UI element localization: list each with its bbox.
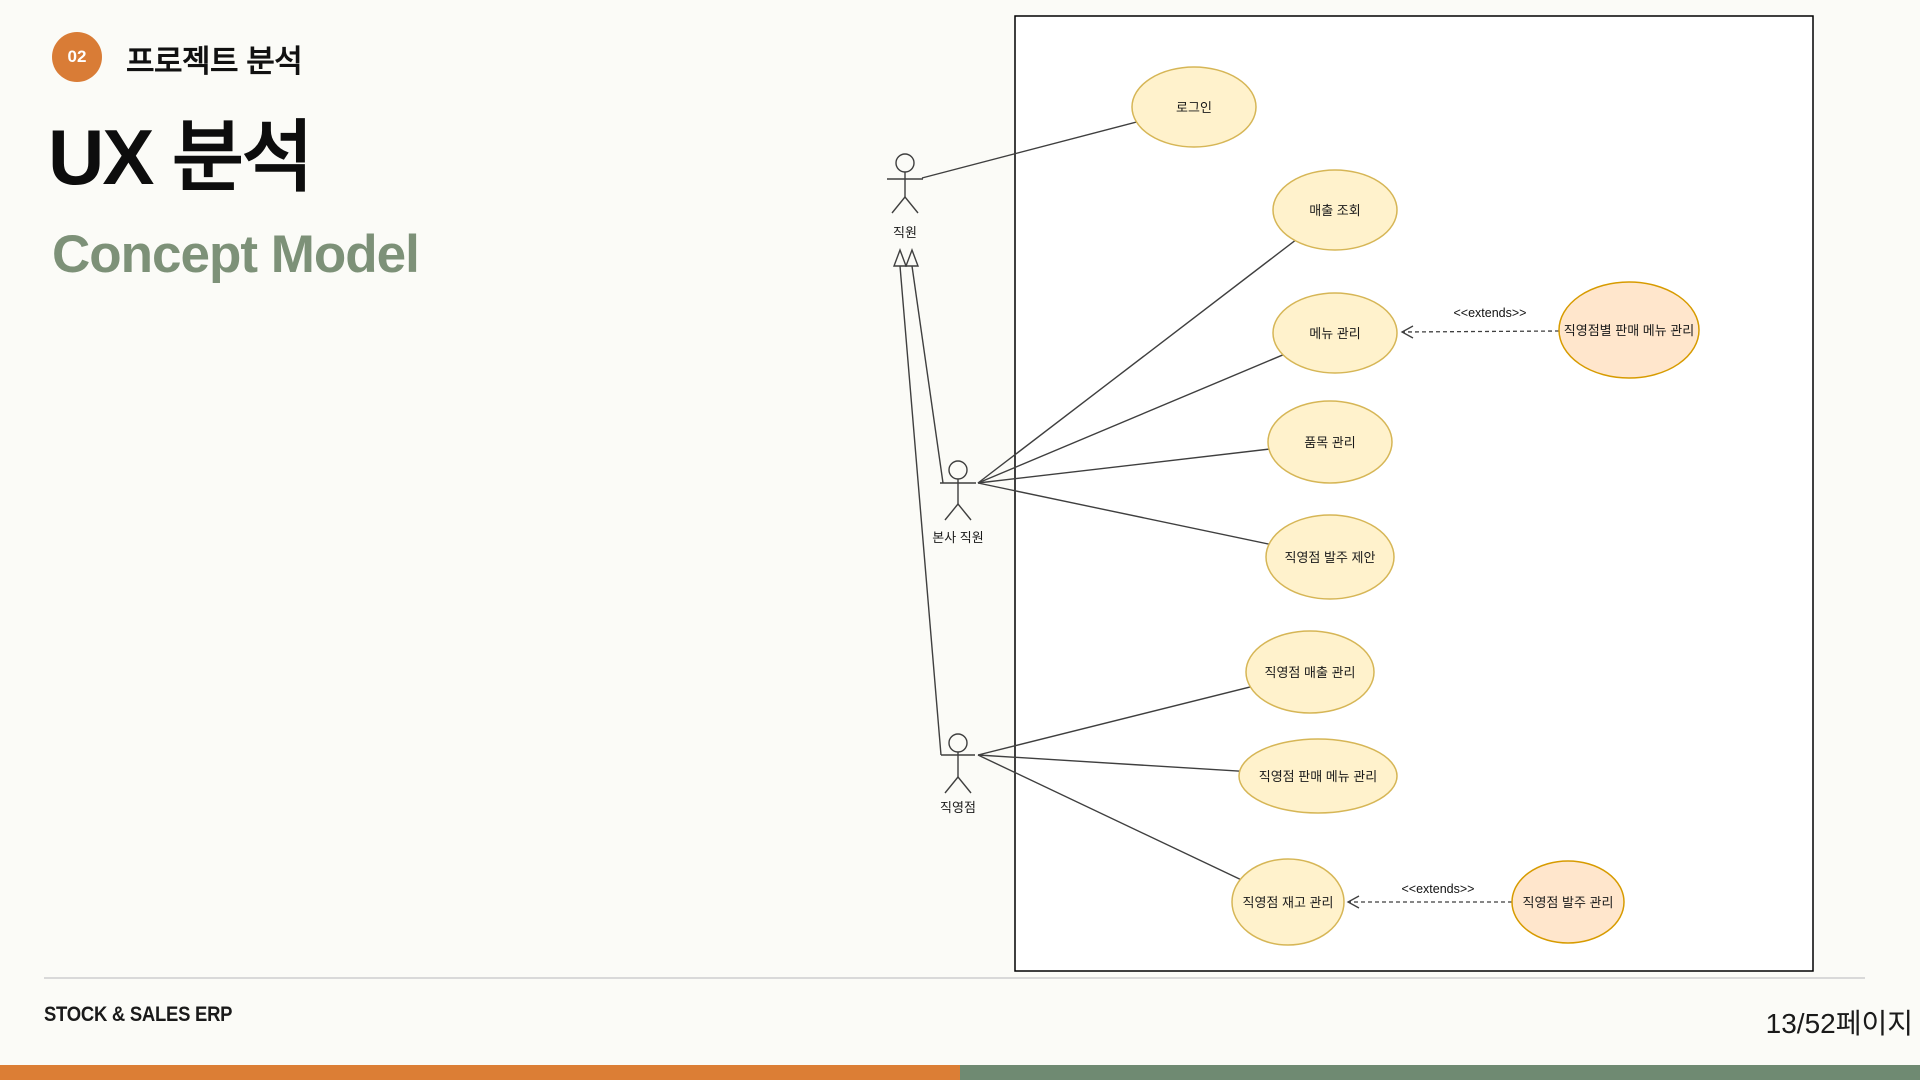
usecase-item-mgmt: 품목 관리 — [1267, 400, 1393, 484]
actor-head — [895, 153, 915, 173]
page-subtitle: Concept Model — [52, 225, 420, 284]
usecase-label: 직영점 발주 제안 — [1285, 550, 1376, 565]
usecase-label: 직영점 판매 메뉴 관리 — [1259, 769, 1377, 784]
usecase-label: 직영점 발주 관리 — [1523, 895, 1614, 910]
open-arrowhead — [1400, 325, 1414, 339]
actor-employee — [887, 153, 923, 214]
association-store-inventory-mgmt — [977, 754, 1289, 903]
actor-label-employee: 직원 — [893, 225, 917, 240]
association-hq-menu-mgmt — [977, 332, 1336, 484]
accent-bar-orange — [0, 1065, 960, 1080]
usecase-label: 메뉴 관리 — [1309, 326, 1360, 341]
usecase-store-order-proposal: 직영점 발주 제안 — [1265, 514, 1395, 600]
actor-label-hq-employee: 본사 직원 — [932, 530, 983, 545]
system-boundary-box — [1014, 15, 1814, 972]
page-indicator: 13/52페이지 — [1765, 1008, 1913, 1039]
actor-label-direct-store: 직영점 — [940, 800, 976, 815]
hollow-triangle-arrowhead — [892, 248, 908, 267]
extends-label-bottom: <<extends>> — [1402, 882, 1475, 896]
hollow-triangle-arrowhead — [904, 248, 920, 267]
open-arrowhead — [1346, 895, 1360, 909]
usecase-label: 직영점별 판매 메뉴 관리 — [1564, 323, 1694, 338]
footer-project-name: STOCK & SALES ERP — [44, 1003, 233, 1026]
usecase-ext-store-order-mgmt: 직영점 발주 관리 — [1511, 860, 1625, 944]
extension-use-cases: 직영점별 판매 메뉴 관리 직영점 발주 관리 — [1511, 281, 1700, 944]
usecase-label: 로그인 — [1176, 100, 1212, 115]
generalization-hq-to-employee — [911, 265, 944, 484]
usecase-ext-store-sales-menu-mgmt: 직영점별 판매 메뉴 관리 — [1558, 281, 1700, 379]
extends-arrow-menu — [1401, 330, 1560, 333]
usecase-store-sales-mgmt: 직영점 매출 관리 — [1245, 630, 1375, 714]
usecase-label: 매출 조회 — [1309, 203, 1360, 218]
page-title: UX 분석 — [48, 113, 314, 201]
usecase-label: 품목 관리 — [1304, 435, 1355, 450]
usecase-login: 로그인 — [1131, 66, 1257, 148]
accent-bar-green — [960, 1065, 1920, 1080]
actor-head — [948, 733, 968, 753]
section-number-badge: 02 — [52, 32, 102, 82]
usecase-label: 직영점 매출 관리 — [1265, 665, 1356, 680]
generalization-arrows — [892, 248, 944, 756]
section-title: 프로젝트 분석 — [126, 44, 303, 79]
actor-hq-employee — [940, 460, 976, 521]
actor-head — [948, 460, 968, 480]
actor-direct-store — [941, 733, 975, 794]
extends-arrows — [1346, 325, 1560, 909]
usecase-menu-mgmt: 메뉴 관리 — [1272, 292, 1398, 374]
usecase-store-inventory-mgmt: 직영점 재고 관리 — [1231, 858, 1345, 946]
extends-label-top: <<extends>> — [1454, 306, 1527, 320]
section-number: 02 — [67, 47, 87, 66]
association-hq-sales-inquiry — [977, 209, 1336, 484]
usecase-store-sales-menu-mgmt: 직영점 판매 메뉴 관리 — [1238, 738, 1398, 814]
bottom-accent-bar — [0, 1065, 1920, 1080]
usecase-sales-inquiry: 매출 조회 — [1272, 169, 1398, 251]
usecase-label: 직영점 재고 관리 — [1243, 895, 1334, 910]
use-cases: 로그인 매출 조회 메뉴 관리 품목 관리 직영점 발주 제안 직영점 매출 관… — [1131, 66, 1398, 946]
footer-divider — [44, 977, 1865, 979]
generalization-store-to-employee — [899, 265, 942, 756]
